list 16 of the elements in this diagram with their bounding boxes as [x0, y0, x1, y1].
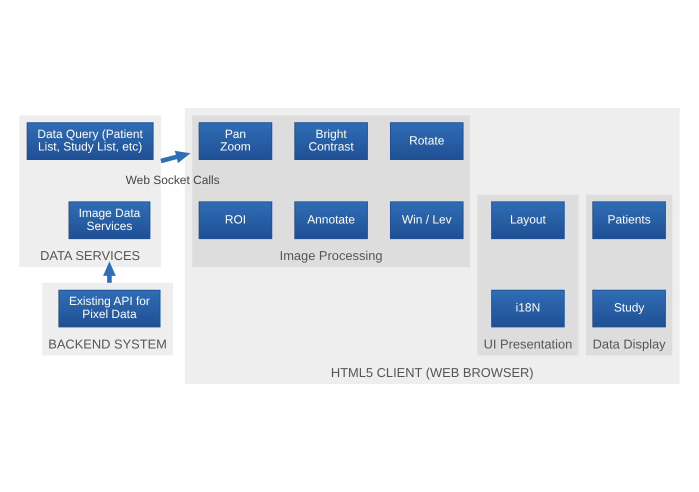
- node-box: Bright Contrast: [294, 122, 368, 160]
- node-box: i18N: [491, 290, 565, 328]
- arrow: [160, 150, 190, 164]
- node-box: Annotate: [294, 201, 368, 240]
- edge-label: Web Socket Calls: [126, 172, 220, 187]
- node-box: Patients: [592, 201, 666, 240]
- node-box: Pan Zoom: [198, 122, 272, 160]
- node-box: Rotate: [390, 122, 464, 160]
- node-box: ROI: [198, 201, 272, 240]
- node-box: Image Data Services: [68, 201, 150, 240]
- node-box: Existing API for Pixel Data: [58, 290, 160, 328]
- node-box: Layout: [491, 201, 565, 240]
- node-box: Study: [592, 290, 666, 328]
- node-box: Data Query (Patient List, Study List, etc): [26, 122, 154, 160]
- node-box: Win / Lev: [390, 201, 464, 240]
- arrow: [103, 261, 116, 283]
